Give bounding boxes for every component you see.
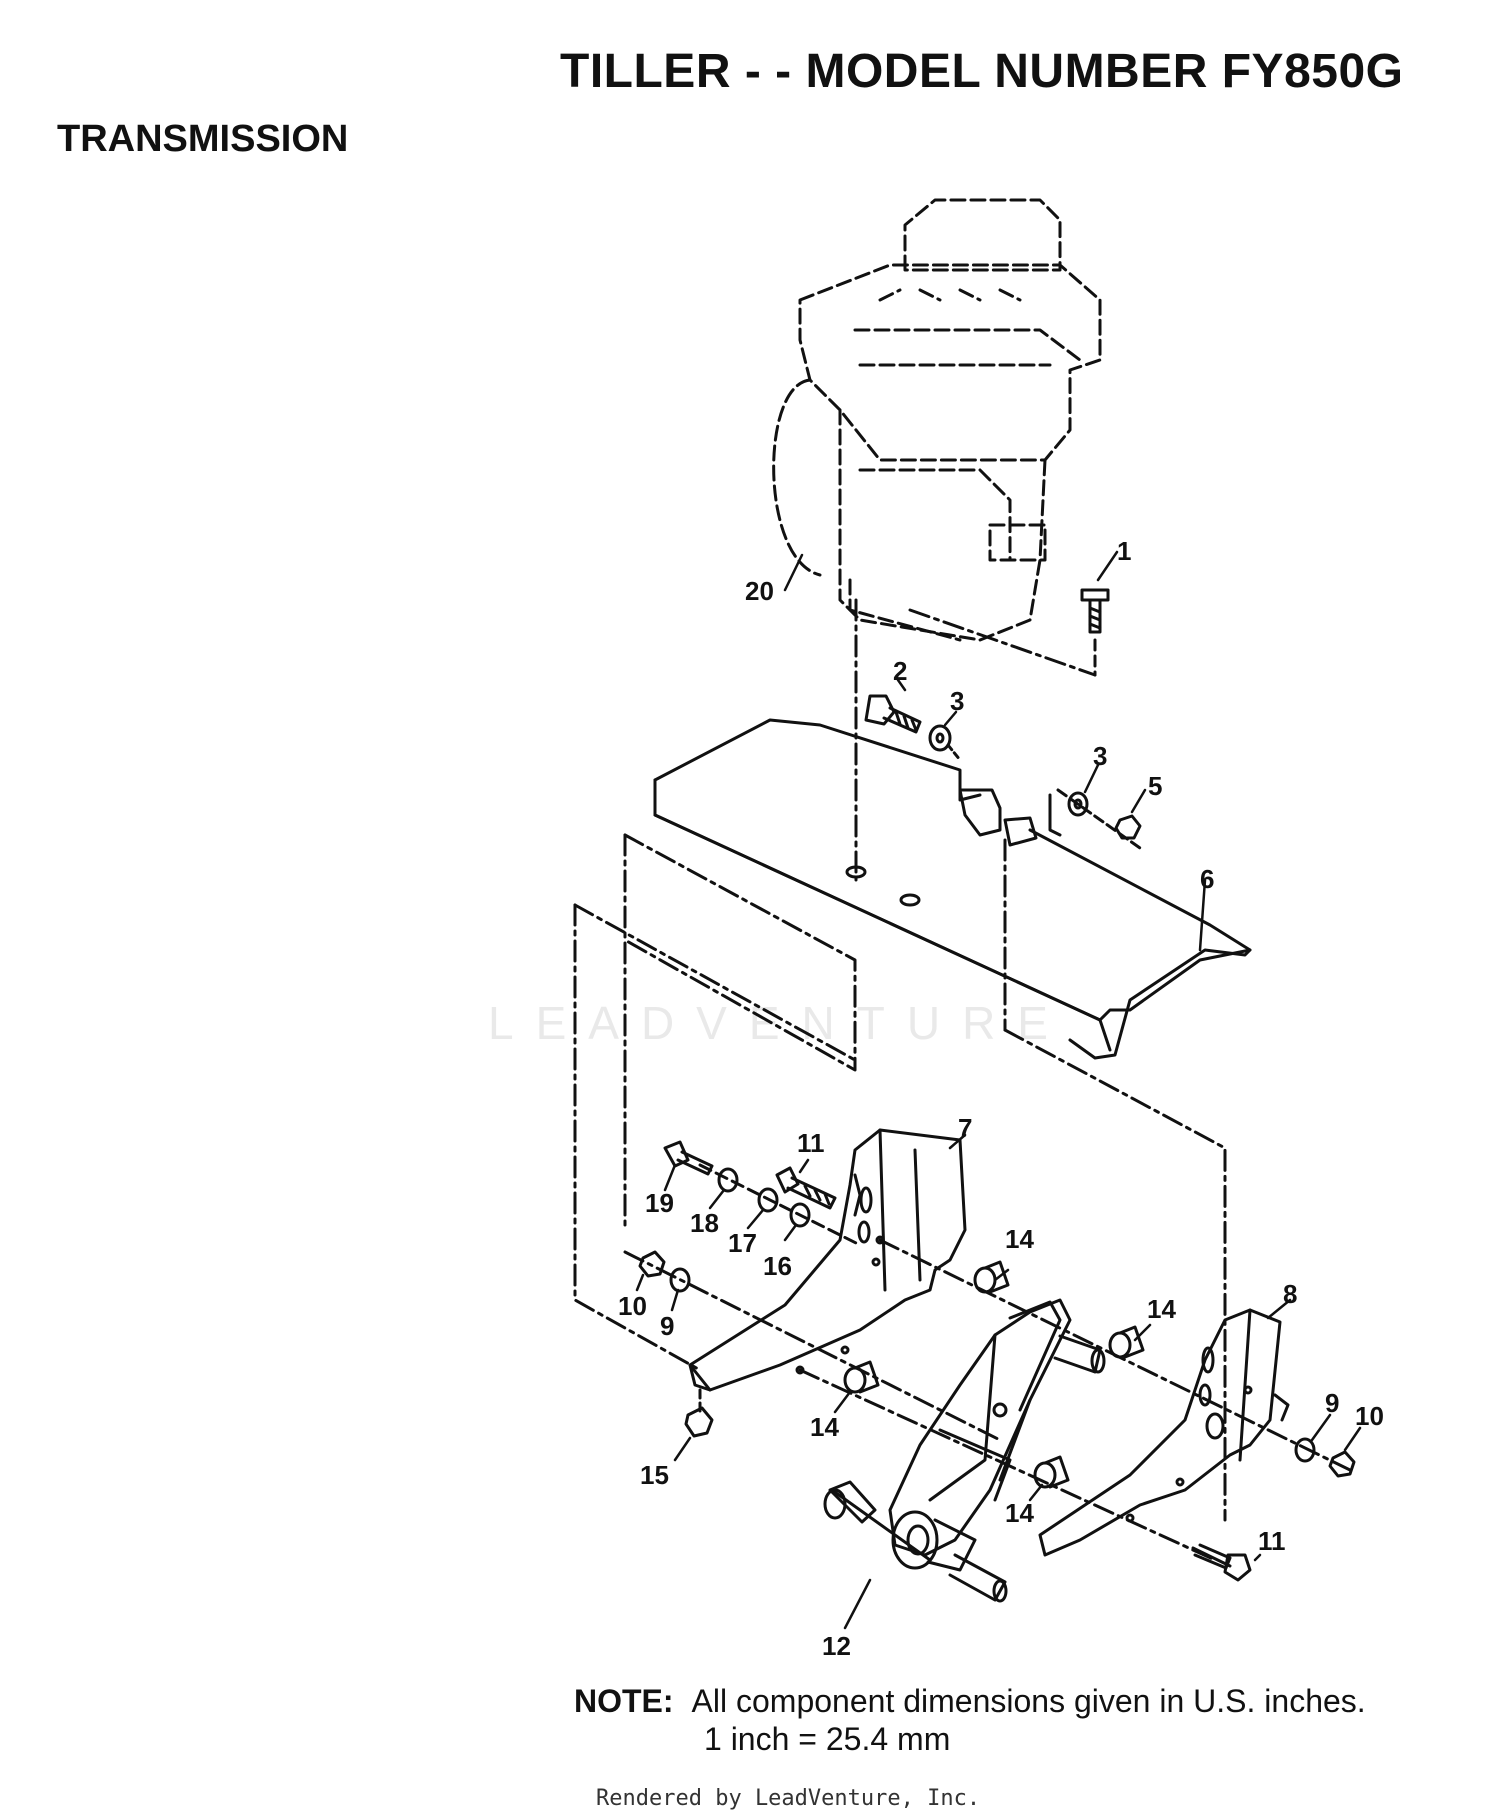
- washer-part-9a: [669, 1267, 691, 1293]
- callout-10a: 10: [618, 1291, 647, 1321]
- spacer-part-14b: [1108, 1325, 1145, 1359]
- callout-20: 20: [745, 576, 774, 606]
- callout-15: 15: [640, 1460, 669, 1490]
- washer-part-9b: [1294, 1437, 1316, 1463]
- projection-box-b: [573, 903, 857, 1062]
- note-line-2: 1 inch = 25.4 mm: [704, 1721, 951, 1757]
- callout-9a: 9: [660, 1311, 674, 1341]
- bolt-part-1: [1080, 588, 1110, 634]
- transmission-part-12: [823, 1298, 1106, 1603]
- callout-3b: 3: [1093, 741, 1107, 771]
- callout-5: 5: [1148, 771, 1162, 801]
- watermark-text: LEADVENTURE: [488, 997, 1070, 1049]
- callout-10b: 10: [1355, 1401, 1384, 1431]
- bracket-part-7: [688, 1128, 967, 1392]
- washer-part-17: [757, 1187, 779, 1213]
- leader-lines: [635, 550, 1362, 1630]
- callout-6: 6: [1200, 864, 1214, 894]
- callout-16: 16: [763, 1251, 792, 1281]
- callout-14d: 14: [1005, 1498, 1034, 1528]
- callout-1: 1: [1117, 536, 1131, 566]
- bolt-part-11b: [1191, 1543, 1252, 1582]
- nut-part-15: [684, 1406, 714, 1438]
- note-label: NOTE:: [574, 1683, 674, 1719]
- callout-19: 19: [645, 1188, 674, 1218]
- washer-part-16: [789, 1202, 811, 1228]
- spacer-part-14d: [1033, 1455, 1070, 1489]
- note-block: NOTE: All component dimensions given in U…: [574, 1682, 1366, 1758]
- projection-box-a: [623, 833, 857, 1072]
- callout-7: 7: [958, 1113, 972, 1143]
- section-title: TRANSMISSION: [57, 118, 349, 160]
- bracket-part-8: [1038, 1308, 1290, 1557]
- spacer-part-14c: [843, 1360, 880, 1394]
- callout-14b: 14: [1147, 1294, 1176, 1324]
- callout-17: 17: [728, 1228, 757, 1258]
- callout-9b: 9: [1325, 1388, 1339, 1418]
- footer-credit: Rendered by LeadVenture, Inc.: [596, 1786, 981, 1811]
- callout-2: 2: [893, 656, 907, 686]
- bolt1-line: [908, 608, 1097, 677]
- callout-8: 8: [1283, 1279, 1297, 1309]
- callout-12: 12: [822, 1631, 851, 1661]
- nut-part-10a: [638, 1250, 666, 1278]
- shield-part-6: [653, 718, 1252, 1060]
- washer-part-3a: [928, 724, 952, 752]
- callout-14a: 14: [1005, 1224, 1034, 1254]
- nut-part-10b: [1328, 1450, 1356, 1478]
- callout-14c: 14: [810, 1412, 839, 1442]
- page-title: TILLER - - MODEL NUMBER FY850G: [560, 45, 1404, 98]
- callout-11b: 11: [1258, 1526, 1286, 1556]
- callout-3a: 3: [950, 686, 964, 716]
- nut-part-5: [1114, 814, 1142, 840]
- engine-outline: [772, 198, 1102, 642]
- washer-part-3b: [1067, 791, 1089, 817]
- note-line-1: All component dimensions given in U.S. i…: [691, 1683, 1366, 1719]
- callout-11a: 11: [797, 1128, 825, 1158]
- bolt-part-11a: [775, 1166, 837, 1210]
- bolt-part-2: [864, 694, 922, 734]
- washer-part-18: [717, 1167, 739, 1193]
- callout-18: 18: [690, 1208, 719, 1238]
